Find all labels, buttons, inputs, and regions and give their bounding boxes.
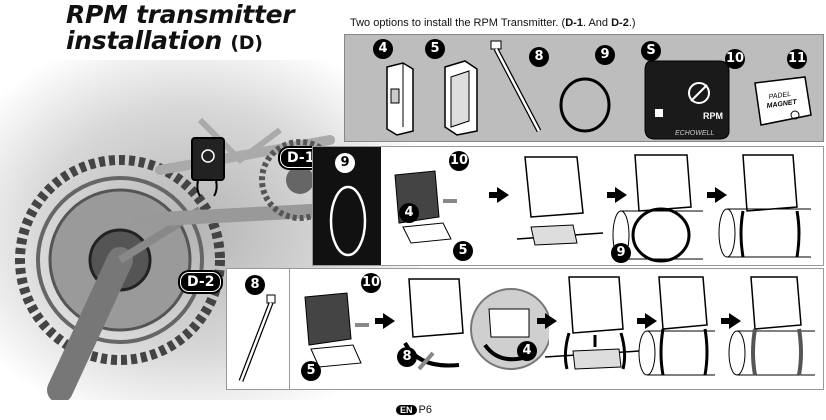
intro-sentence: Two options to install the RPM Transmitt… xyxy=(350,17,558,29)
option-d2-badge: D-2 xyxy=(180,272,221,292)
d1-step2-assembled xyxy=(517,153,603,257)
d2-step3-bracket xyxy=(539,273,643,385)
part-9-number: 9 xyxy=(595,45,615,65)
section-code: (D) xyxy=(230,32,262,54)
part-4-number: 4 xyxy=(373,39,393,59)
part-11-number: 11 xyxy=(787,49,807,69)
o-ring-icon xyxy=(557,73,613,137)
rpm-transmitter-icon: RPM ECHOWELL xyxy=(641,57,733,141)
transmitter-brand: ECHOWELL xyxy=(675,130,714,137)
intro-mid: . And xyxy=(583,17,611,29)
d1-oring-icon xyxy=(327,177,369,259)
d1-callout-pad: 5 xyxy=(453,241,473,261)
d1-callout-oring: 9 xyxy=(335,153,355,173)
d1-callout-oring-2: 9 xyxy=(611,243,631,263)
cable-tie-icon xyxy=(485,39,547,139)
transmitter-rpm-label: RPM xyxy=(703,111,723,121)
language-badge: EN xyxy=(396,405,417,415)
option-d1-panel: 9 10 4 5 9 xyxy=(312,146,824,266)
d2-step5-final xyxy=(725,273,819,385)
sensor-bracket-icon xyxy=(383,61,417,137)
d2-arrow-1 xyxy=(383,313,395,329)
title-line-2-wrap: installation (D) xyxy=(66,28,294,56)
title-line-1: RPM transmitter xyxy=(66,2,294,28)
intro-end: .) xyxy=(629,17,636,29)
intro-option-1: D-1 xyxy=(565,17,583,29)
intro-option-2: D-2 xyxy=(611,17,629,29)
intro-text: Two options to install the RPM Transmitt… xyxy=(350,17,636,29)
pedal-magnet-icon: PADEL MAGNET xyxy=(747,73,817,133)
rubber-pad-icon xyxy=(441,57,481,137)
d1-step4-mounted xyxy=(713,153,817,261)
title-line-2: installation xyxy=(66,26,222,55)
page-number: P6 xyxy=(419,404,432,416)
parts-panel: 4 5 8 9 S 10 RPM ECHOWELL 11 PADEL MAGNE… xyxy=(344,34,824,142)
d2-callout-bracket: 4 xyxy=(517,341,537,361)
d2-callout-pad: 5 xyxy=(301,361,321,381)
d2-cable-tie-icon xyxy=(233,293,279,387)
option-d2-panel: 8 10 5 8 4 xyxy=(226,268,824,390)
d2-step2-tie-insert xyxy=(399,273,549,385)
d1-callout-bracket: 4 xyxy=(399,203,419,223)
d2-callout-tie: 8 xyxy=(245,275,265,295)
d2-callout-tie-2: 8 xyxy=(397,347,417,367)
d2-step1-exploded xyxy=(299,289,379,369)
page-title: RPM transmitter installation (D) xyxy=(66,2,294,56)
d1-arrow-1 xyxy=(497,187,509,203)
d2-step4-tied xyxy=(637,273,717,385)
part-5-number: 5 xyxy=(425,39,445,59)
